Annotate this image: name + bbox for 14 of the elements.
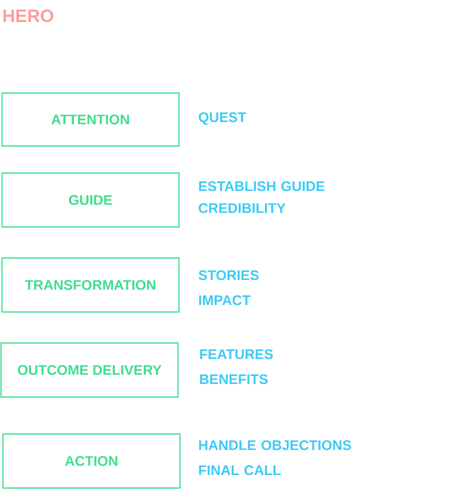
stage-note: FINAL CALL	[199, 465, 281, 476]
stage-note: HANDLE OBJECTIONS	[199, 440, 352, 450]
stage-note: STORIES	[198, 270, 259, 280]
stage-note: FEATURES	[200, 349, 273, 360]
stage-note: IMPACT	[199, 295, 250, 306]
stage-box: ACTION	[2, 433, 181, 489]
title: HERO	[3, 9, 54, 22]
stage-box: OUTCOME DELIVERY	[0, 342, 179, 398]
stage-note: BENEFITS	[200, 374, 268, 384]
stage-box: ATTENTION	[1, 92, 180, 147]
stage-box: GUIDE	[1, 172, 180, 228]
stage-note: ESTABLISH GUIDE CREDIBILITY	[198, 181, 324, 214]
stage-box: TRANSFORMATION	[1, 257, 180, 313]
stage-note: QUEST	[198, 112, 246, 125]
